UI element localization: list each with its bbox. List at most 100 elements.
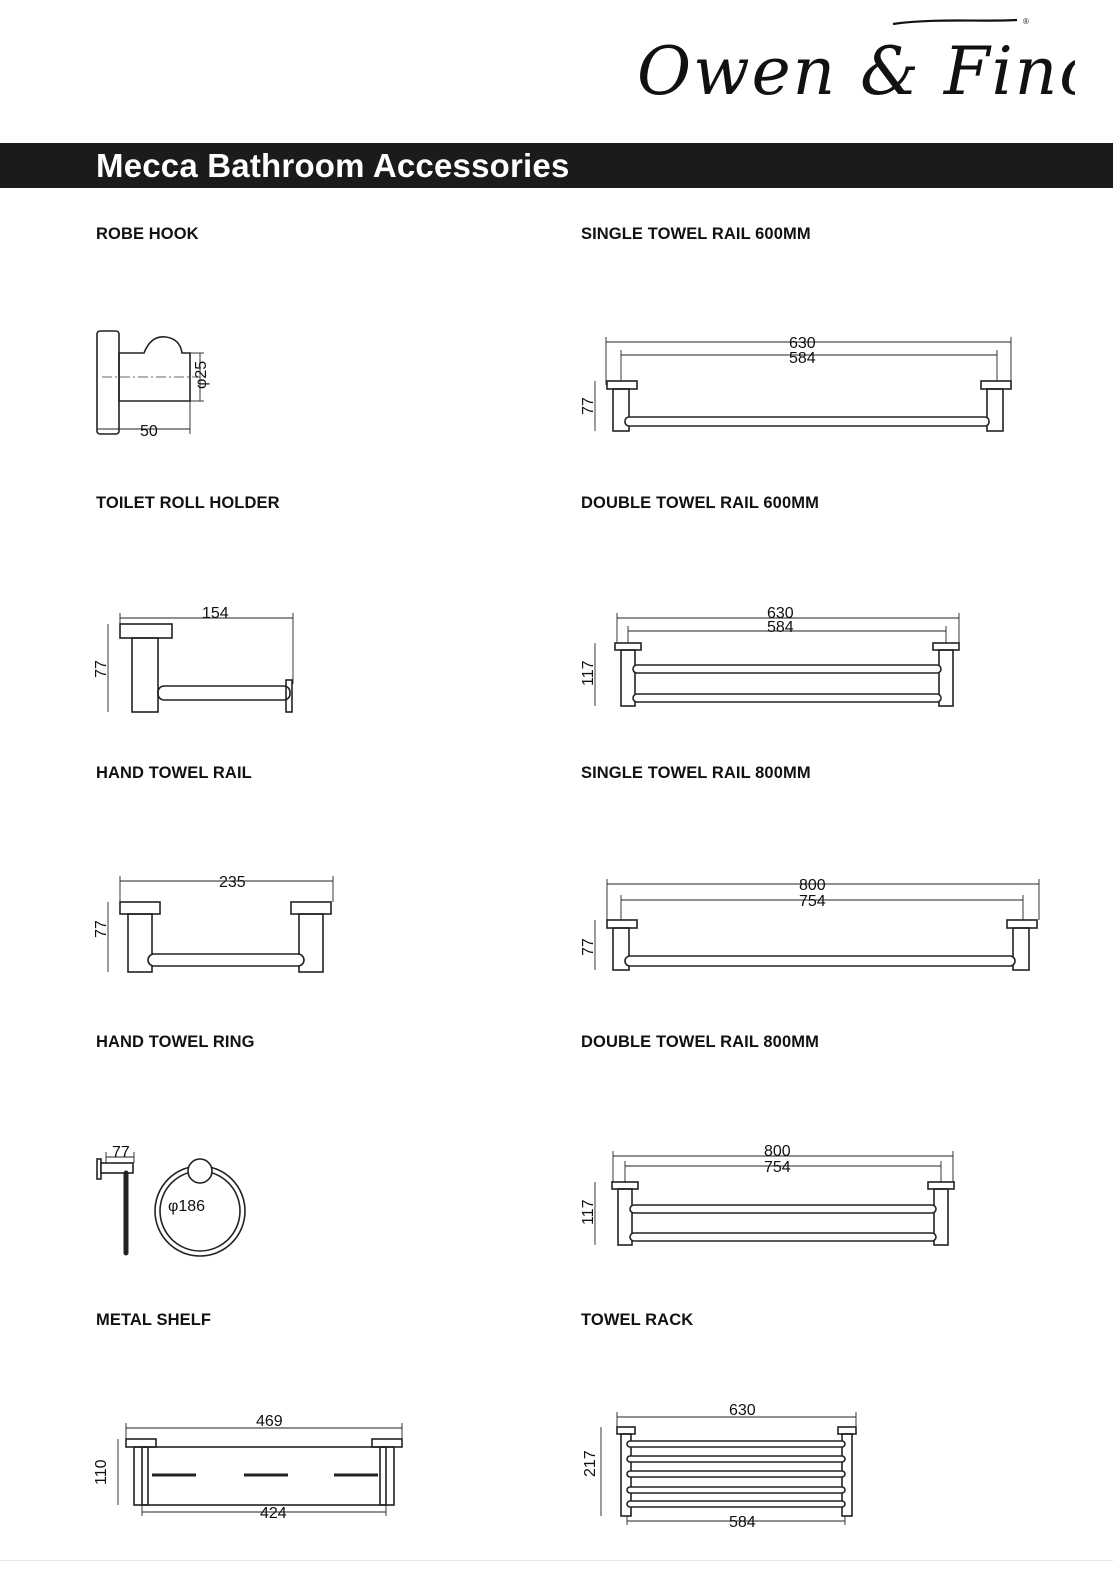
ring-mount [187,1158,213,1184]
dim-projection: 77 [112,1144,130,1161]
single-towel-rail-800-drawing: 800 754 77 [580,877,1040,971]
product-toilet-roll-holder: TOILET ROLL HOLDER 154 77 [93,494,576,754]
dim-inner: 424 [260,1505,287,1522]
bracket-right-post [986,388,1004,432]
bracket-left-plate [119,901,161,915]
toilet-roll-holder-drawing: 154 77 [93,605,294,713]
dim-centres: 584 [767,619,794,636]
dim-centres: 584 [789,350,816,367]
bracket-left-plate [606,919,638,929]
bracket-right-post [1012,927,1030,971]
dim-projection: 217 [582,1450,599,1477]
product-name: HAND TOWEL RING [96,1033,255,1051]
dim-width: 235 [219,874,246,891]
dim-projection: 77 [580,397,597,415]
product-towel-rack: TOWEL RACK 630 584 217 [581,1311,1061,1571]
dim-overall: 800 [764,1143,791,1160]
bracket-left-post [612,388,630,432]
product-name: HAND TOWEL RAIL [96,764,252,782]
bracket-right-plate [927,1181,955,1190]
dim-depth: 50 [140,423,158,440]
arm-end [285,679,293,713]
dim-overall: 630 [729,1402,756,1419]
bracket-left-post [620,649,636,707]
robe-hook-drawing: 50 φ25 [96,330,210,440]
bracket-right-plate [1006,919,1038,929]
bracket-right-plate [371,1438,403,1448]
hand-towel-rail-drawing: 235 77 [93,874,334,973]
product-name: TOWEL RACK [581,1311,694,1329]
dim-diameter: φ186 [168,1198,205,1215]
bracket-right-plate [932,642,960,651]
bracket-right-plate [980,380,1012,390]
hook-body [118,336,191,402]
dim-diameter: φ25 [193,361,210,389]
bracket-left-plate [611,1181,639,1190]
double-towel-rail-800-drawing: 800 754 117 [580,1143,955,1246]
roll-arm [157,685,291,701]
metal-shelf-drawing: 469 424 110 [93,1413,403,1522]
product-name: ROBE HOOK [96,225,199,243]
brand-logo-text: Owen & Finch [637,33,1075,110]
bracket-right-post [379,1446,395,1506]
bracket-left-post [133,1446,149,1506]
product-name: SINGLE TOWEL RAIL 800MM [581,764,811,782]
brand-logo: Owen & Finch ® [637,17,1075,110]
registered-mark: ® [1023,17,1029,26]
rail-bar-lower [632,693,942,703]
product-name: DOUBLE TOWEL RAIL 600MM [581,494,819,512]
product-double-towel-rail-600: DOUBLE TOWEL RAIL 600MM 630 584 117 [580,494,1061,754]
post [131,637,159,713]
product-double-towel-rail-800: DOUBLE TOWEL RAIL 800MM 800 754 117 [580,1033,1061,1293]
dim-projection: 77 [93,660,110,678]
rack-bar [626,1470,846,1478]
rack-bar [626,1455,846,1463]
bracket-right-plate [290,901,332,915]
dim-inner: 584 [729,1514,756,1531]
page-title: Mecca Bathroom Accessories [96,147,570,184]
product-single-towel-rail-800: SINGLE TOWEL RAIL 800MM 800 754 77 [580,764,1061,1024]
rail-bar-lower [629,1232,937,1242]
rail-bar [147,953,305,967]
wall-plate [96,330,120,435]
dim-overall: 630 [767,605,794,622]
shelf-tray [141,1446,387,1506]
bracket-left-post [617,1188,633,1246]
dim-overall: 469 [256,1413,283,1430]
double-towel-rail-600-drawing: 630 584 117 [580,605,960,707]
wall-plate [119,623,173,639]
product-name: TOILET ROLL HOLDER [96,494,280,512]
product-hand-towel-rail: HAND TOWEL RAIL 235 77 [93,764,576,1024]
dim-width: 154 [202,605,229,622]
bracket-right-post [933,1188,949,1246]
dim-overall: 630 [789,335,816,352]
bracket-left-post [127,913,153,973]
rack-bar [626,1500,846,1508]
page-bottom-rule [0,1560,1113,1561]
product-name: SINGLE TOWEL RAIL 600MM [581,225,811,243]
dim-projection: 117 [580,1199,597,1225]
logo-flourish [892,18,1018,26]
product-robe-hook: ROBE HOOK 50 φ25 [96,225,576,485]
bracket-left-plate [614,642,642,651]
bracket-left-plate [616,1426,636,1435]
bracket-right-post [298,913,324,973]
bracket-left-plate [125,1438,157,1448]
dim-projection: 77 [93,920,110,938]
product-hand-towel-ring: HAND TOWEL RING 77 φ186 [96,1033,576,1293]
dim-overall: 800 [799,877,826,894]
dim-centres: 754 [799,893,826,910]
towel-rack-drawing: 630 584 217 [582,1402,857,1531]
title-bar: Mecca Bathroom Accessories [0,143,1113,188]
rack-bar [626,1486,846,1494]
bracket-right-post [938,649,954,707]
rail-bar-upper [632,664,942,674]
dim-projection: 117 [580,660,597,686]
product-name: METAL SHELF [96,1311,212,1329]
dim-centres: 754 [764,1159,791,1176]
dim-projection: 77 [580,938,597,956]
rail-bar-upper [629,1204,937,1214]
single-towel-rail-600-drawing: 630 584 77 [580,335,1012,432]
rail-bar [624,416,990,427]
rail-bar [624,955,1016,967]
